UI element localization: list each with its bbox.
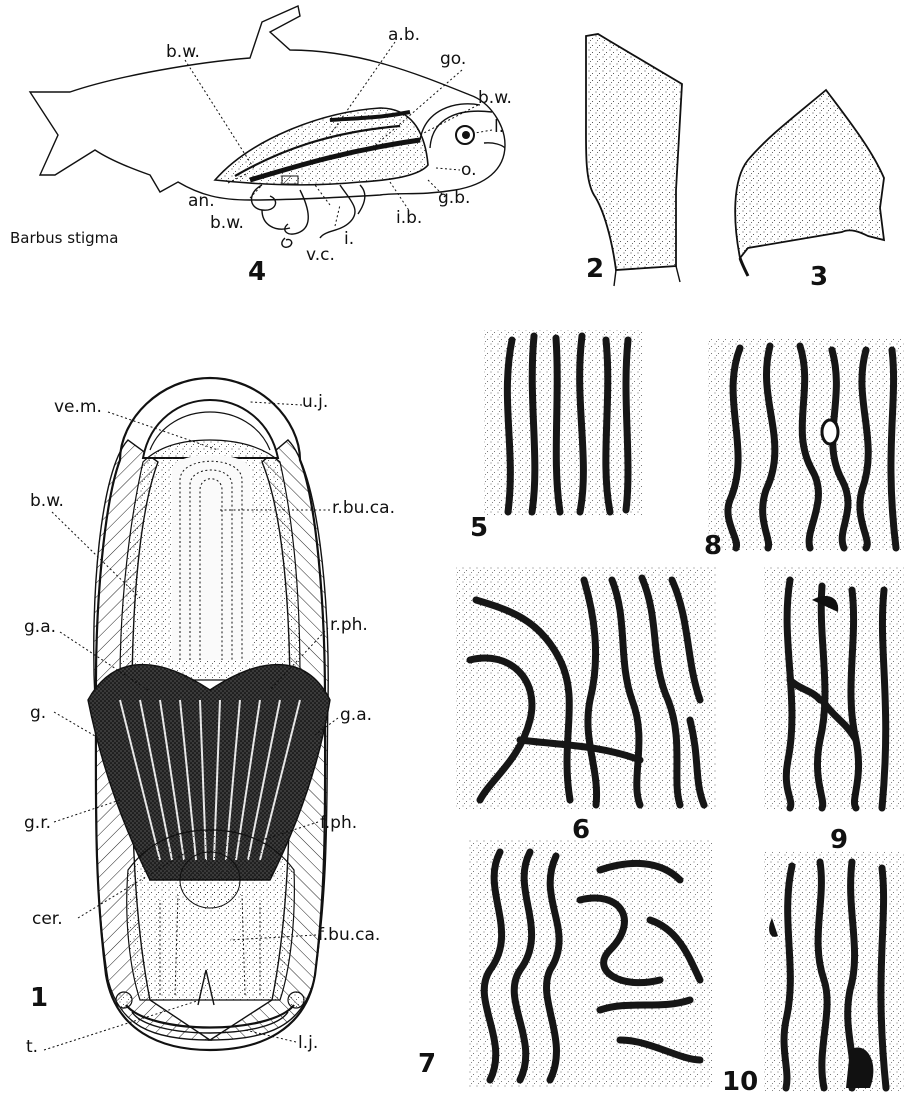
species-name: Barbus stigma bbox=[10, 229, 118, 247]
fig7-mucosa-folds: 7 bbox=[418, 840, 712, 1088]
fig1-buccopharynx-diagram: ve.m. u.j. b.w. r.bu.ca. g.a. r.ph. g. g… bbox=[24, 378, 395, 1057]
fig1-label-ve-m: ve.m. bbox=[54, 397, 102, 417]
fig1-label-r-ph: r.ph. bbox=[330, 615, 368, 635]
fig4-label-g-b: g.b. bbox=[438, 188, 470, 208]
fig2-organ-outline: 2 bbox=[586, 34, 682, 286]
fig6-mucosa-folds: 6 bbox=[456, 566, 716, 845]
fig4-label-b-w-bottom: b.w. bbox=[210, 213, 244, 233]
fig1-label-cer: cer. bbox=[32, 909, 63, 929]
fig5-number: 5 bbox=[470, 513, 488, 543]
fig4-number: 4 bbox=[248, 257, 266, 287]
fig4-label-b-w-right: b.w. bbox=[478, 88, 512, 108]
fig2-number: 2 bbox=[586, 254, 604, 284]
fig8-mucosa-folds: 8 bbox=[704, 338, 904, 561]
fig4-label-i: i. bbox=[344, 229, 354, 249]
fig1-label-r-bu-ca: r.bu.ca. bbox=[332, 498, 395, 518]
fig1-label-b-w: b.w. bbox=[30, 491, 64, 511]
fig4-label-an: an. bbox=[188, 191, 215, 211]
fig5-mucosa-folds: 5 bbox=[470, 330, 644, 543]
fig4-label-i-b: i.b. bbox=[396, 208, 422, 228]
fig7-number: 7 bbox=[418, 1049, 436, 1079]
fig4-label-o: o. bbox=[461, 160, 477, 180]
fig1-label-g-a-right: g.a. bbox=[340, 705, 372, 725]
fig3-organ-outline: 3 bbox=[735, 90, 884, 292]
fig1-label-f-ph: f.ph. bbox=[320, 813, 357, 833]
fig10-number: 10 bbox=[722, 1067, 758, 1096]
fig1-label-u-j: u.j. bbox=[302, 392, 328, 412]
fig1-label-f-bu-ca: f.bu.ca. bbox=[318, 925, 380, 945]
fig4-label-v-c: v.c. bbox=[306, 245, 335, 265]
fig1-label-t: t. bbox=[26, 1037, 38, 1057]
fig1-number: 1 bbox=[30, 983, 48, 1013]
fig8-number: 8 bbox=[704, 531, 722, 561]
fig3-number: 3 bbox=[810, 262, 828, 292]
fig9-mucosa-folds: 9 bbox=[764, 566, 904, 855]
fig4-label-go: go. bbox=[440, 49, 466, 69]
fig1-label-g: g. bbox=[30, 703, 46, 723]
fig1-label-g-r: g.r. bbox=[24, 813, 51, 833]
fig4-label-b-w-top: b.w. bbox=[166, 42, 200, 62]
fig4-label-a-b: a.b. bbox=[388, 25, 420, 45]
fig9-number: 9 bbox=[830, 825, 848, 855]
fig1-label-l-j: l.j. bbox=[298, 1033, 318, 1053]
fig10-mucosa-folds: 10 bbox=[722, 852, 904, 1096]
fig4-fish-diagram: b.w. a.b. go. b.w. l. o. g.b. i.b. an. b… bbox=[10, 6, 512, 287]
fig1-label-g-a-left: g.a. bbox=[24, 617, 56, 637]
fig4-label-l: l. bbox=[494, 117, 504, 137]
